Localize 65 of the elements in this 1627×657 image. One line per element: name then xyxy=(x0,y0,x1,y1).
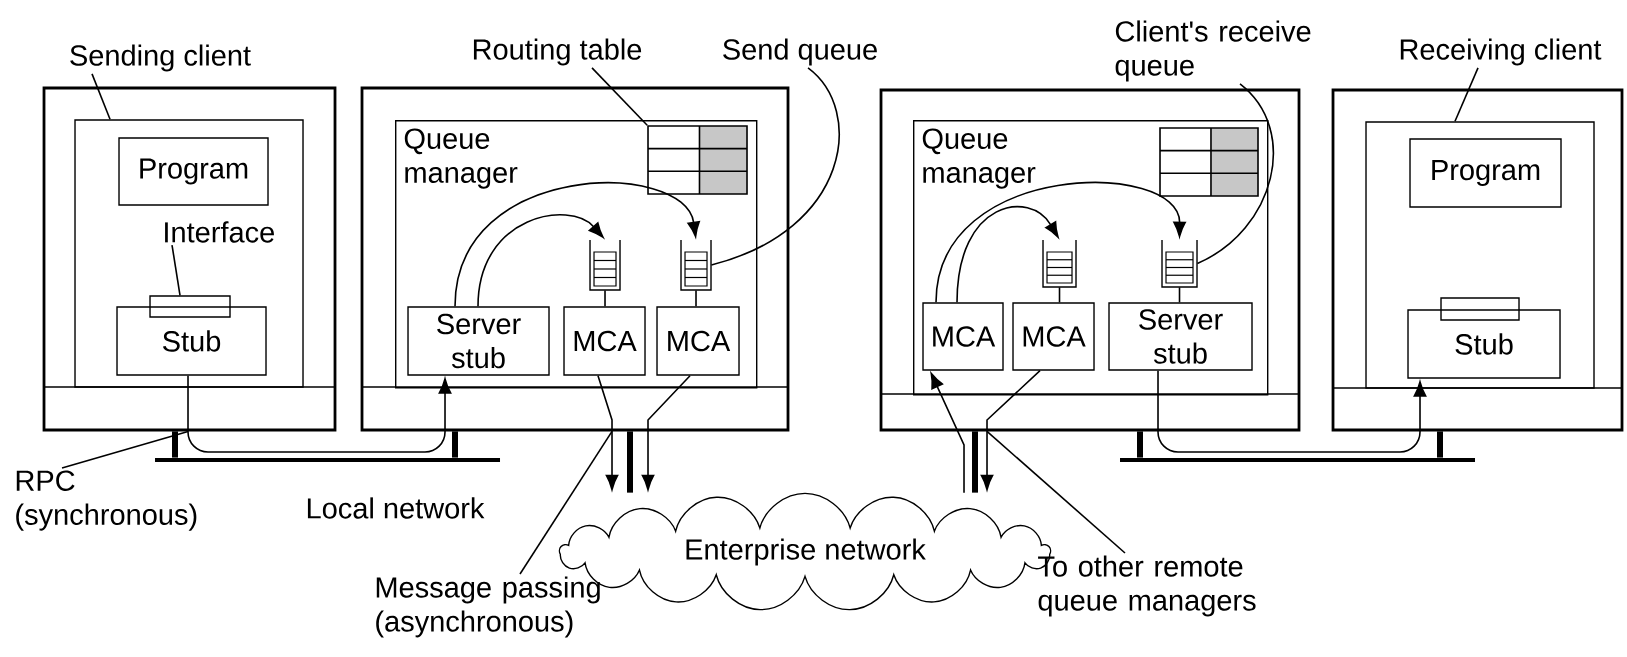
leader-line xyxy=(710,67,840,266)
stand-leg xyxy=(452,431,458,458)
leader-line xyxy=(1454,67,1479,123)
mca-box: MCA xyxy=(563,306,646,376)
network-label: Local network xyxy=(307,497,485,519)
queue-icon xyxy=(589,239,621,291)
network-bar xyxy=(1120,458,1475,462)
callout-label: Sending client xyxy=(70,44,251,72)
connector-line xyxy=(1178,286,1181,304)
queue-icon xyxy=(1161,239,1198,288)
connector-line xyxy=(1058,286,1061,304)
computer-box xyxy=(360,86,790,432)
mca-box: MCA xyxy=(656,306,740,376)
queue-icon xyxy=(680,239,712,291)
callout-label: Send queue xyxy=(723,38,877,66)
queue-icon xyxy=(1042,239,1077,288)
callout-label: Receiving client xyxy=(1400,38,1602,66)
server-stub-box: Server stub xyxy=(407,306,550,376)
arrow xyxy=(187,374,452,453)
stand-leg xyxy=(972,431,978,493)
routing-table xyxy=(647,125,748,195)
client-box xyxy=(74,119,304,388)
interface-box xyxy=(1440,297,1520,321)
callout-label: Routing table xyxy=(473,38,642,66)
callout-label: To other remote queue managers xyxy=(1038,555,1256,617)
computer-box xyxy=(879,88,1301,432)
arrow xyxy=(641,374,691,491)
network-bar xyxy=(155,458,500,462)
leader-line xyxy=(171,244,181,297)
connector-line xyxy=(695,289,697,308)
stub-box: Stub xyxy=(116,306,267,376)
stand-leg xyxy=(627,431,633,493)
routing-table xyxy=(1159,127,1259,197)
arrow xyxy=(1157,369,1427,453)
connector-line xyxy=(604,289,606,308)
stub-box: Stub xyxy=(1407,309,1561,379)
mca-box: MCA xyxy=(1012,302,1095,371)
program-box: Program xyxy=(1409,138,1562,208)
arrow xyxy=(980,369,1041,491)
interface-box xyxy=(149,295,231,318)
callout-label: Client's receive queue xyxy=(1115,20,1311,82)
arrow xyxy=(477,214,604,308)
leader-line xyxy=(591,67,648,126)
arrow xyxy=(597,374,619,491)
server-stub-box: Server stub xyxy=(1108,302,1253,371)
stand-leg xyxy=(1437,431,1443,458)
callout-label: Message passing (asynchronous) xyxy=(376,576,600,638)
computer-box xyxy=(42,86,337,432)
arrow xyxy=(930,372,965,494)
leader-line xyxy=(91,73,111,121)
leader-line xyxy=(61,430,189,469)
arrow xyxy=(956,205,1059,304)
computer-box xyxy=(1331,88,1624,432)
client-box xyxy=(1365,121,1595,389)
program-box: Program xyxy=(118,137,269,206)
callout-label: RPC (synchronous) xyxy=(16,470,197,531)
leader-line xyxy=(519,430,613,575)
leader-line xyxy=(1196,83,1274,265)
arrow xyxy=(454,182,700,308)
mca-box: MCA xyxy=(922,302,1004,371)
arrow xyxy=(935,181,1186,304)
leader-line xyxy=(986,430,1126,554)
stand-leg xyxy=(1137,431,1143,458)
stand-leg xyxy=(172,431,178,458)
callout-label: Interface xyxy=(165,221,274,243)
